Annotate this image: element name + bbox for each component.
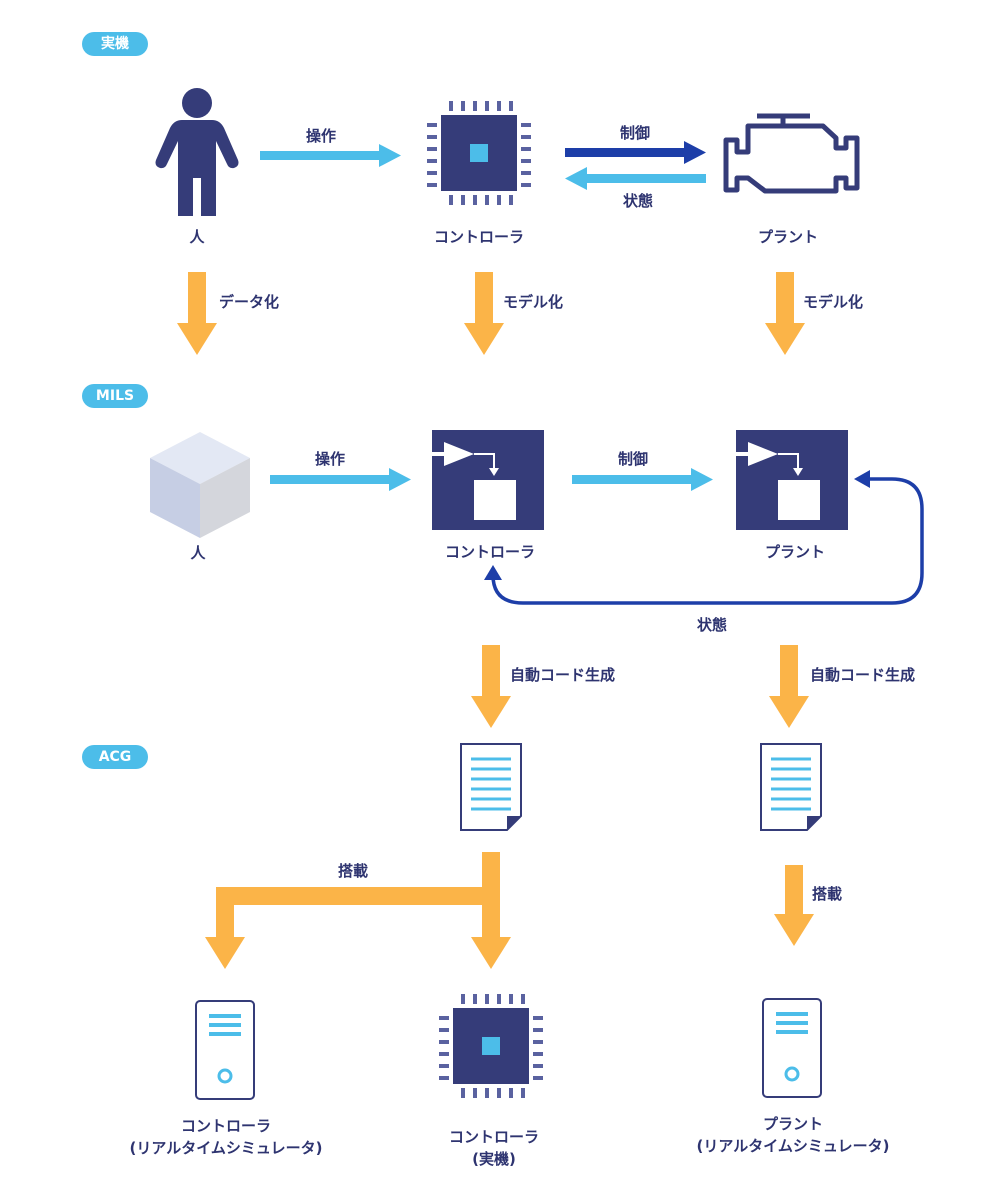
server-icon [194, 999, 256, 1101]
sim-controller-label-line1: コントローラ [180, 1117, 271, 1135]
section-badge-mils: MILS [82, 384, 148, 408]
sim-plant-label: プラント (リアルタイムシミュレータ) [697, 1113, 890, 1157]
person-icon [155, 88, 239, 216]
block-diagram-icon [735, 429, 849, 531]
data-arrow [177, 272, 217, 355]
sim-plant-label-line2: (リアルタイムシミュレータ) [696, 1137, 890, 1155]
mils-state-label: 状態 [696, 616, 728, 634]
mils-controller-label: コントローラ [444, 543, 536, 561]
human-label: 人 [189, 228, 205, 246]
sim-controller-label-line2: (リアルタイムシミュレータ) [129, 1139, 323, 1157]
mils-plant-label: プラント [764, 543, 826, 561]
codegen-label: 自動コード生成 [810, 666, 916, 684]
plant-label: プラント [757, 228, 819, 246]
mils-operation-arrow [270, 468, 411, 491]
document-icon [759, 742, 823, 832]
real-controller-label-line2: (実機) [472, 1150, 516, 1168]
sim-plant-label-line1: プラント [762, 1115, 823, 1133]
state-arrow [565, 167, 706, 190]
operation-label: 操作 [305, 127, 337, 145]
model-arrow-plant [765, 272, 805, 355]
mils-operation-label: 操作 [314, 450, 346, 468]
codegen-arrow-plant [769, 645, 809, 728]
state-label: 状態 [622, 192, 654, 210]
real-controller-label: コントローラ (実機) [449, 1126, 539, 1170]
mils-control-arrow [572, 468, 713, 491]
mils-control-label: 制御 [617, 450, 649, 468]
codegen-arrow-controller [471, 645, 511, 728]
server-icon [761, 997, 823, 1099]
engine-icon [723, 113, 860, 194]
data-transform-label: データ化 [219, 293, 280, 311]
mils-human-label: 人 [190, 544, 206, 562]
controller-label: コントローラ [433, 228, 525, 246]
section-badge-real: 実機 [82, 32, 148, 56]
control-label: 制御 [619, 124, 651, 142]
model-transform-label: モデル化 [503, 293, 564, 311]
microchip-icon [427, 101, 531, 205]
real-controller-label-line1: コントローラ [448, 1128, 540, 1146]
section-badge-acg: ACG [82, 745, 148, 769]
deploy-label: 搭載 [337, 862, 369, 880]
sim-controller-label: コントローラ (リアルタイムシミュレータ) [130, 1115, 323, 1159]
model-transform-label: モデル化 [803, 293, 864, 311]
block-diagram-icon [431, 429, 545, 531]
microchip-icon [439, 994, 543, 1098]
mils-state-feedback-arrow [484, 470, 924, 605]
deploy-label: 搭載 [812, 885, 843, 903]
model-arrow-controller [464, 272, 504, 355]
operation-arrow [260, 144, 401, 167]
deploy-branch-arrow [205, 852, 511, 969]
codegen-label: 自動コード生成 [510, 666, 616, 684]
control-arrow [565, 141, 706, 164]
cube-icon [150, 432, 250, 538]
document-icon [459, 742, 523, 832]
deploy-arrow-plant [774, 865, 814, 946]
